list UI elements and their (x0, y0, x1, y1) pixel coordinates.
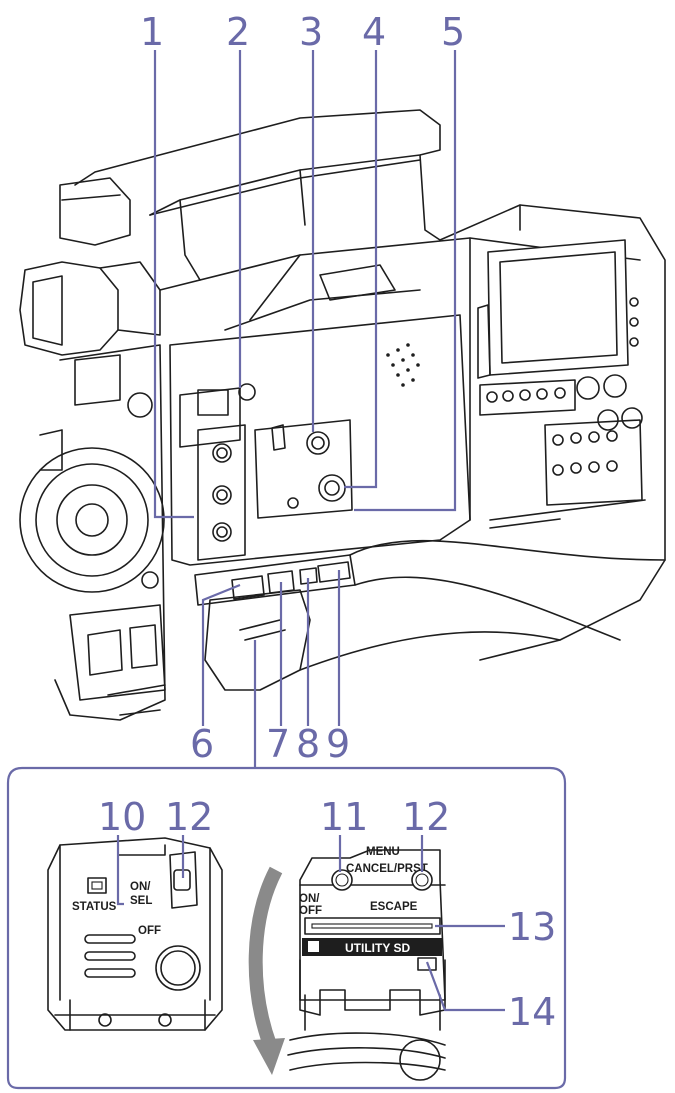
lower-callout-numbers: 6 7 8 9 (190, 722, 350, 766)
cancel-prst-label: CANCEL/PRST (346, 863, 428, 875)
status-label: STATUS (72, 901, 117, 913)
utility-sd-badge (302, 938, 442, 956)
escape-label: ESCAPE (370, 901, 418, 913)
detail-inset: STATUS ON/ SEL OFF MENU ON (6, 766, 567, 1090)
menu-on-label: ON/ (299, 893, 320, 905)
callout-12-left: 12 (165, 795, 213, 839)
sd-card-slot[interactable] (304, 917, 441, 935)
right-detail-panel: MENU ON/ OFF CANCEL/PRST ESCAPE UTILITY … (287, 846, 446, 1081)
callout-1: 1 (140, 10, 164, 54)
status-dial[interactable] (155, 945, 201, 991)
status-lamp (87, 877, 107, 894)
callout-leaders (153, 50, 457, 768)
callout-11: 11 (320, 795, 368, 839)
open-direction-arrow (248, 866, 283, 1048)
arrow-head-icon (253, 1038, 285, 1075)
on-label: ON/ (130, 881, 151, 893)
top-callout-numbers: 1 2 3 4 5 (140, 10, 465, 54)
camcorder-illustration (19, 109, 666, 721)
callout-6: 6 (190, 722, 214, 766)
sd-access-lamp (417, 957, 437, 971)
callout-5: 5 (441, 10, 465, 54)
off-label: OFF (138, 925, 161, 937)
callout-3: 3 (299, 10, 323, 54)
speaker-grille (386, 343, 420, 387)
sel-label: SEL (130, 895, 152, 907)
cancel-prst-escape-button[interactable] (411, 869, 433, 891)
menu-on-off-button[interactable] (331, 869, 353, 891)
utility-sd-label: UTILITY SD (345, 941, 410, 955)
callout-13: 13 (508, 905, 556, 949)
assign-button-housing (169, 851, 198, 909)
callout-2: 2 (226, 10, 250, 54)
callout-9: 9 (326, 722, 350, 766)
callout-4: 4 (362, 10, 386, 54)
callout-14: 14 (508, 990, 556, 1034)
left-detail-panel: STATUS ON/ SEL OFF (47, 837, 223, 1031)
sd-card-icon (308, 941, 319, 952)
callout-8: 8 (296, 722, 320, 766)
callout-10: 10 (98, 795, 146, 839)
menu-label: MENU (366, 846, 400, 858)
callout-12-right: 12 (402, 795, 450, 839)
callout-7: 7 (266, 722, 290, 766)
menu-off-label: OFF (299, 905, 322, 917)
